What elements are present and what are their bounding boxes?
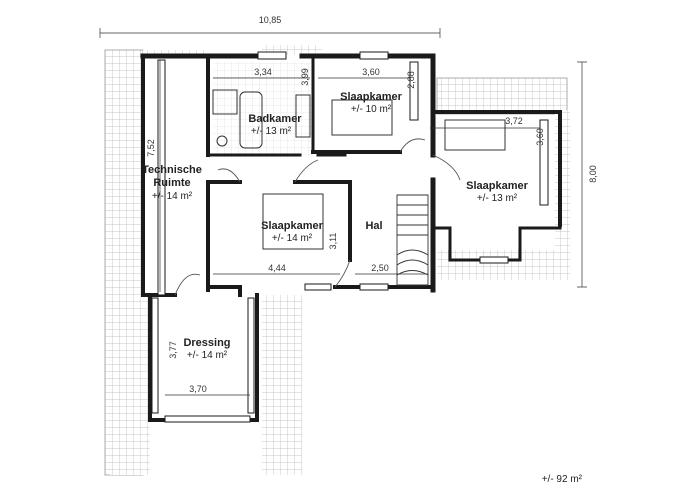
dim-hal-width: 2,50 <box>371 263 389 273</box>
dim-dressing-width: 3,70 <box>189 384 207 394</box>
room-slaapkamer-mid-name: Slaapkamer <box>261 220 323 232</box>
dim-slaapkamer-right-depth: 3,60 <box>535 128 545 146</box>
room-slaapkamer-right-name: Slaapkamer <box>466 180 528 192</box>
room-technische-area: +/- 14 m² <box>152 191 193 202</box>
room-dressing-area: +/- 14 m² <box>187 350 228 361</box>
room-technische-name-2: Ruimte <box>153 177 190 189</box>
room-badkamer-area: +/- 13 m² <box>251 126 292 137</box>
dim-slaapkamer-right-width: 3,72 <box>505 116 523 126</box>
dimension-lines <box>99 28 587 396</box>
room-badkamer-name: Badkamer <box>248 113 302 125</box>
dim-overall-width: 10,85 <box>259 15 282 25</box>
dim-slaapkamer-mid-width: 4,44 <box>268 263 286 273</box>
room-slaapkamer-right-area: +/- 13 m² <box>477 193 518 204</box>
staircase <box>396 194 429 286</box>
total-area: +/- 92 m² <box>542 474 583 485</box>
room-slaapkamer-top-name: Slaapkamer <box>340 91 402 103</box>
room-slaapkamer-mid-area: +/- 14 m² <box>272 233 313 244</box>
roof-areas <box>104 45 570 476</box>
dim-overall-height: 8,00 <box>588 165 598 183</box>
room-slaapkamer-top-area: +/- 10 m² <box>351 104 392 115</box>
windows <box>151 51 549 423</box>
dim-slaapkamer-mid-depth: 3,11 <box>328 233 338 250</box>
dim-badkamer-width: 3,34 <box>254 67 272 77</box>
dim-slaapkamer-top-depth: 2,88 <box>406 71 416 89</box>
room-dressing-name: Dressing <box>183 337 230 349</box>
dim-badkamer-depth: 3,99 <box>300 68 310 86</box>
doors <box>174 138 461 296</box>
dim-dressing-depth: 3,77 <box>168 341 178 359</box>
dim-slaapkamer-top-width: 3,60 <box>362 67 380 77</box>
room-hal-name: Hal <box>365 220 382 232</box>
fixtures <box>212 89 506 250</box>
dim-technische-height: 7,52 <box>146 139 156 157</box>
room-technische-name-1: Technische <box>142 164 202 176</box>
